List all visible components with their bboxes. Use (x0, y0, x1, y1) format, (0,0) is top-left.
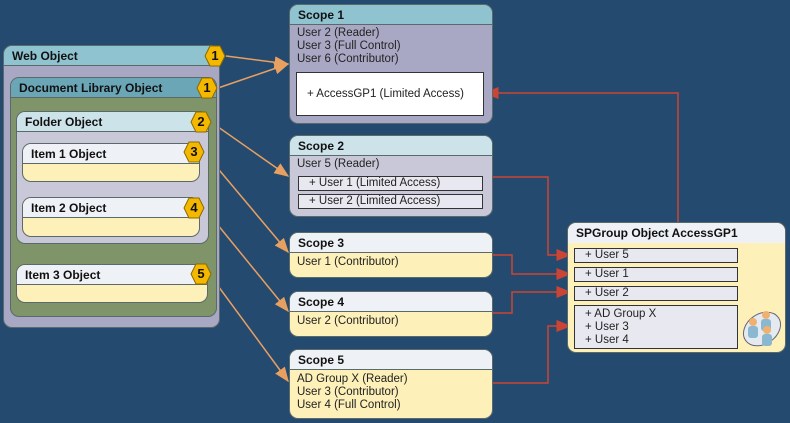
doclib-title: Document Library Object (11, 78, 216, 98)
item3-object[interactable]: Item 3 Object (16, 264, 208, 303)
badge-item2: 4 (183, 197, 205, 219)
spgroup-member: + User 2 (574, 286, 738, 301)
spgroup-object[interactable]: SPGroup Object AccessGP1 + User 5 + User… (567, 222, 786, 353)
scope-4[interactable]: Scope 4 User 2 (Contributor) (289, 291, 493, 337)
scope2-limited-entry: + User 1 (Limited Access) (298, 176, 483, 191)
users-group-icon (742, 311, 782, 347)
spgroup-title: SPGroup Object AccessGP1 (568, 223, 785, 243)
scope2-title: Scope 2 (290, 136, 492, 156)
scope2-entry: User 5 (Reader) (297, 158, 380, 170)
badge-doclib: 1 (196, 77, 218, 99)
scope1-accessgp1-entry: + AccessGP1 (Limited Access) (296, 72, 484, 116)
scope-5[interactable]: Scope 5 AD Group X (Reader) User 3 (Cont… (289, 349, 493, 419)
scope5-entry: User 3 (Contributor) (297, 386, 399, 398)
scope-3[interactable]: Scope 3 User 1 (Contributor) (289, 232, 493, 278)
scope5-entry: AD Group X (Reader) (297, 373, 408, 385)
arrow-item3-to-scope5 (209, 274, 289, 383)
scope1-entry: User 3 (Full Control) (297, 40, 401, 52)
spgroup-member: + User 4 (585, 334, 629, 346)
item1-object[interactable]: Item 1 Object (22, 143, 200, 182)
arrow-doclib-to-scope1 (217, 62, 290, 89)
badge-item3: 5 (190, 263, 212, 285)
badge-web: 1 (204, 45, 226, 67)
scope5-entry: User 4 (Full Control) (297, 399, 401, 411)
arrow-scope5-to-group (493, 320, 572, 384)
folder-title: Folder Object (17, 112, 208, 132)
spgroup-member: + User 5 (574, 248, 738, 263)
scope1-entry: User 2 (Reader) (297, 27, 380, 39)
badge-folder: 2 (190, 111, 212, 133)
scope4-title: Scope 4 (290, 292, 492, 312)
spgroup-member-group: + AD Group X + User 3 + User 4 (574, 305, 738, 349)
arrow-folder-to-scope2 (210, 121, 290, 177)
scope3-entry: User 1 (Contributor) (297, 256, 399, 268)
scope1-entry: User 6 (Contributor) (297, 53, 399, 65)
arrow-web-to-scope1 (225, 55, 290, 69)
scope-2[interactable]: Scope 2 User 5 (Reader) + User 1 (Limite… (289, 135, 493, 217)
scope5-title: Scope 5 (290, 350, 492, 370)
item2-object[interactable]: Item 2 Object (22, 197, 200, 237)
arrow-scope2-to-user5 (493, 176, 572, 261)
spgroup-member: + User 3 (585, 321, 629, 333)
spgroup-member: + AD Group X (585, 308, 657, 320)
spgroup-member: + User 1 (574, 267, 738, 282)
item1-title: Item 1 Object (23, 144, 199, 164)
scope1-title: Scope 1 (290, 5, 492, 25)
arrow-spgroup-to-scope1 (483, 87, 679, 222)
arrow-scope4-to-user2 (493, 286, 572, 314)
scope2-limited-entry: + User 2 (Limited Access) (298, 194, 483, 209)
web-object-title: Web Object (4, 46, 219, 66)
badge-item1: 3 (183, 141, 205, 163)
scope3-title: Scope 3 (290, 233, 492, 253)
item3-title: Item 3 Object (17, 265, 207, 285)
item2-title: Item 2 Object (23, 198, 199, 218)
scope4-entry: User 2 (Contributor) (297, 315, 399, 327)
scope-1[interactable]: Scope 1 User 2 (Reader) User 3 (Full Con… (289, 4, 493, 124)
arrow-scope3-to-user1 (493, 254, 572, 280)
